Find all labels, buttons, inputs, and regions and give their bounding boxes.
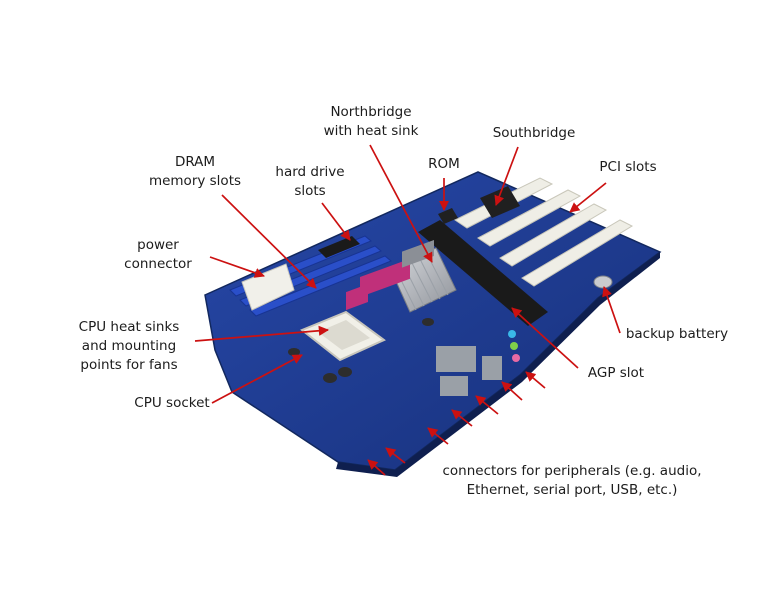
- agp-slot-label: AGP slot: [587, 365, 645, 381]
- connectors-label-line1: connectors for peripherals (e.g. audio,: [442, 463, 702, 479]
- northbridge-label-line1: Northbridge: [330, 104, 412, 120]
- label-arrows: [194, 144, 621, 476]
- dram-label-line2: memory slots: [148, 173, 242, 189]
- hard-drive-label: hard drive slots: [262, 163, 358, 201]
- northbridge-label: Northbridge with heat sink: [296, 103, 446, 141]
- dram-label-line1: DRAM: [174, 154, 216, 170]
- dram-label: DRAM memory slots: [140, 153, 250, 191]
- northbridge-label-line2: with heat sink: [323, 123, 419, 139]
- cpu-heat-label-line3: points for fans: [80, 357, 178, 373]
- hard-drive-slots-shape: [318, 236, 360, 258]
- cpu-heat-sinks-label: CPU heat sinks and mounting points for f…: [64, 318, 194, 375]
- cpu-heat-label-line1: CPU heat sinks: [78, 319, 180, 335]
- power-label-line1: power: [137, 237, 179, 253]
- cpu-socket-shape: [300, 310, 386, 362]
- pci-label: PCI slots: [599, 159, 657, 175]
- hard-drive-label-line2: slots: [294, 183, 326, 199]
- connectors-label: connectors for peripherals (e.g. audio, …: [422, 462, 722, 500]
- power-connector-shape: [241, 263, 295, 311]
- backup-battery-shape: [593, 275, 613, 289]
- capacitors: [288, 318, 434, 383]
- rom-label: ROM: [428, 156, 460, 172]
- cpu-heat-label-line2: and mounting: [81, 338, 177, 354]
- connectors-label-line2: Ethernet, serial port, USB, etc.): [466, 482, 678, 498]
- cpu-socket-label: CPU socket: [134, 395, 210, 411]
- rom-shape: [438, 208, 458, 224]
- southbridge-label: Southbridge: [492, 125, 576, 141]
- power-connector-label: power connector: [106, 236, 210, 274]
- backup-battery-label: backup battery: [625, 326, 729, 342]
- hard-drive-label-line1: hard drive: [275, 164, 345, 180]
- agp-slot-shape: [418, 220, 548, 326]
- rear-io-ports: [346, 240, 520, 396]
- power-label-line2: connector: [124, 256, 192, 272]
